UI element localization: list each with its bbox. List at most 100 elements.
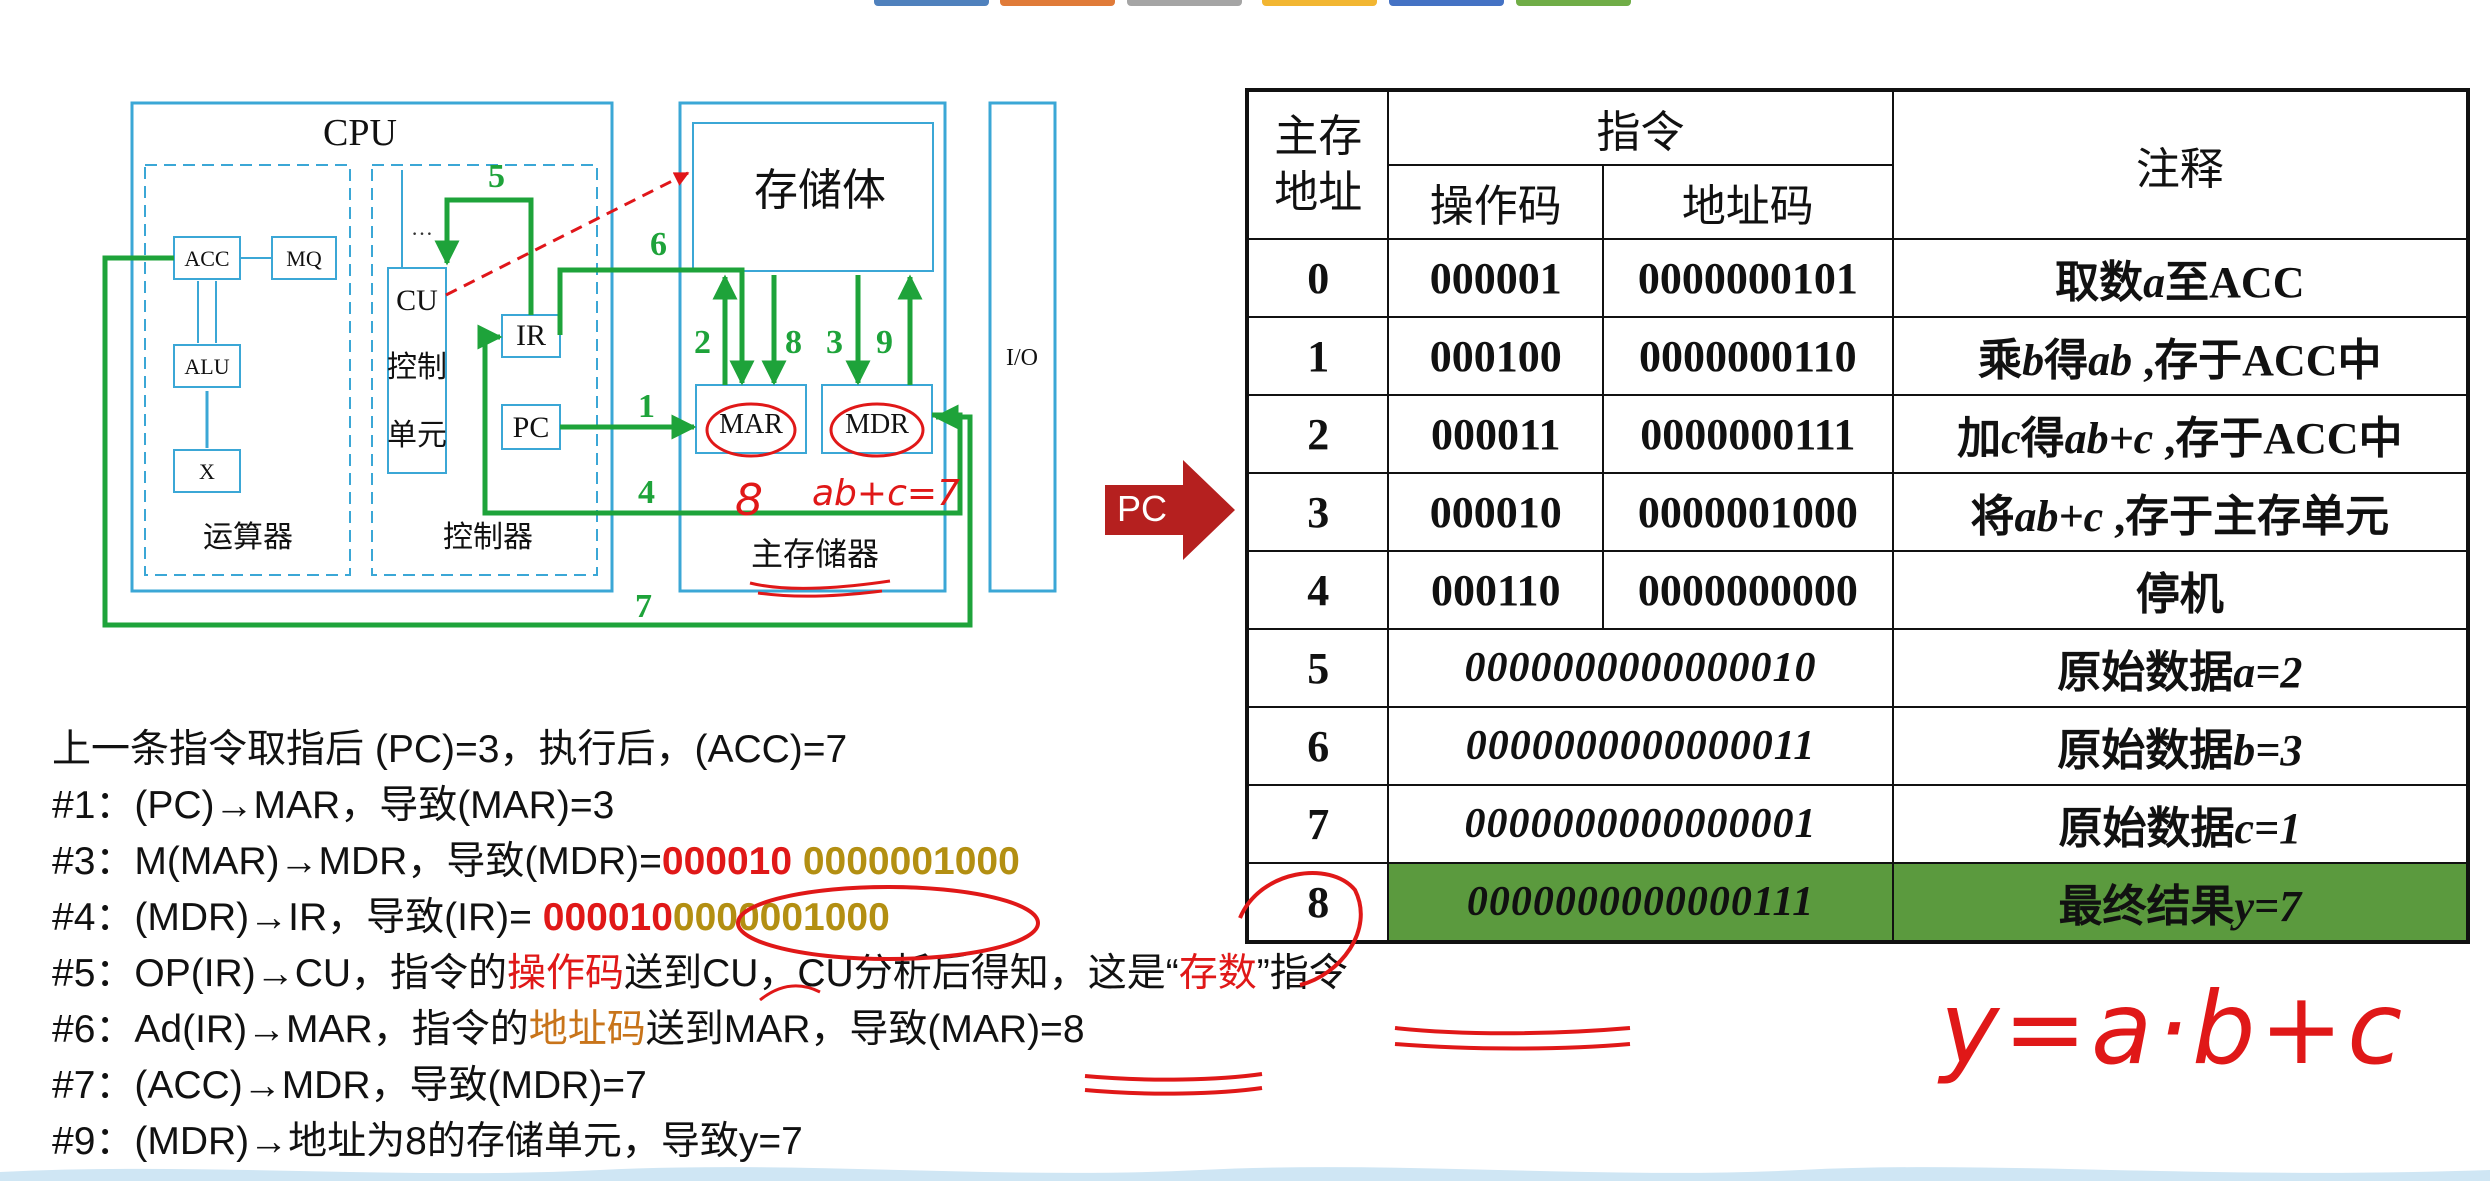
cu-box bbox=[387, 267, 447, 474]
step-label-9: 9 bbox=[876, 324, 893, 361]
table-row-result: 8 0000000000000111 最终结果y=7 bbox=[1245, 862, 2470, 943]
cu-label-2: 控制 bbox=[387, 351, 447, 384]
step-4-text: #4：(MDR)→IR，导致(IR)= bbox=[52, 896, 543, 939]
store-underline-2 bbox=[1394, 1042, 1631, 1051]
note-text: 原始数据 bbox=[2057, 726, 2234, 775]
row-address: 4 bbox=[1245, 550, 1390, 630]
bottom-wave-decoration bbox=[0, 1167, 2490, 1181]
header-address-line2: 地址 bbox=[1274, 168, 1363, 217]
note-text: 乘 bbox=[1978, 336, 2023, 385]
arrow-6 bbox=[557, 267, 755, 386]
cpu-label: CPU bbox=[323, 112, 397, 154]
row-note: 乘b得ab ,存于ACC中 bbox=[1891, 316, 2470, 396]
top-tab-2 bbox=[1000, 0, 1115, 6]
row-binary: 0000000000000010 bbox=[1387, 628, 1894, 708]
step-5-text-3: ”指令 bbox=[1256, 952, 1348, 995]
step-6-text: #6：Ad(IR)→MAR，指令的 bbox=[52, 1008, 529, 1051]
alu-box bbox=[173, 344, 241, 388]
pc-label: PC bbox=[513, 411, 550, 444]
row-opcode: 000010 bbox=[1387, 472, 1605, 552]
computer-architecture-diagram: CPU ACC MQ ALU X 运算器 CU 控制 单元 … IR PC 控制… bbox=[90, 95, 1090, 655]
row-addrcode: 0000000110 bbox=[1602, 316, 1894, 396]
note-text-2: 得 bbox=[2020, 414, 2065, 463]
row-address: 7 bbox=[1245, 784, 1390, 864]
step-line-4: #4：(MDR)→IR，导致(IR)= 0000100000001000 bbox=[52, 886, 890, 942]
step-3-opcode: 000010 bbox=[661, 840, 793, 883]
note-text-3: ,存于ACC中 bbox=[2132, 336, 2382, 385]
note-text-3: ,存于ACC中 bbox=[2153, 414, 2403, 463]
row-binary: 0000000000000011 bbox=[1387, 706, 1894, 786]
storage-body-box bbox=[692, 122, 934, 272]
top-tab-1 bbox=[874, 0, 989, 6]
row-note: 原始数据a=2 bbox=[1891, 628, 2470, 708]
main-memory-box bbox=[678, 101, 947, 593]
table-row: 3 000010 0000001000 将ab+c ,存于主存单元 bbox=[1245, 472, 2470, 552]
note-text: 将 bbox=[1970, 492, 2015, 541]
note-var: b bbox=[2022, 336, 2045, 385]
row-address: 1 bbox=[1245, 316, 1390, 396]
note-text: 最终结果 bbox=[2058, 882, 2235, 931]
pc-box bbox=[501, 404, 561, 450]
mar-label: MAR bbox=[719, 409, 783, 440]
cu-label-3: 单元 bbox=[387, 419, 447, 452]
main-memory-underline bbox=[749, 579, 891, 590]
step-label-3: 3 bbox=[826, 324, 843, 361]
handwritten-8: 8 bbox=[735, 475, 763, 526]
row-addrcode: 0000000111 bbox=[1602, 394, 1894, 474]
handwritten-abc: ab+c=7 bbox=[812, 473, 960, 514]
pc-pointer-svg bbox=[1105, 460, 1235, 560]
step-5-opcode-word: 操作码 bbox=[507, 952, 625, 995]
row-address: 3 bbox=[1245, 472, 1390, 552]
header-opcode: 操作码 bbox=[1387, 164, 1605, 240]
arith-unit-box bbox=[144, 164, 351, 576]
row-note: 将ab+c ,存于主存单元 bbox=[1891, 472, 2470, 552]
step-line-1: #1：(PC)→MAR，导致(MAR)=3 bbox=[52, 784, 615, 827]
step-4-opcode: 000010 bbox=[542, 896, 673, 939]
row-note: 最终结果y=7 bbox=[1891, 862, 2470, 943]
step-3-text: #3：M(MAR)→MDR，导致(MDR)= bbox=[52, 840, 662, 883]
step-line-6: #6：Ad(IR)→MAR，指令的地址码送到MAR，导致(MAR)=8 bbox=[52, 998, 1085, 1054]
header-instruction: 指令 bbox=[1387, 89, 1894, 166]
main-memory-label: 主存储器 bbox=[751, 536, 879, 572]
note-var-2: ab bbox=[2088, 336, 2133, 385]
note-text: 原始数据 bbox=[2058, 804, 2235, 853]
step-line-9: #9：(MDR)→地址为8的存储单元，导致y=7 bbox=[52, 1120, 803, 1163]
arith-unit-label: 运算器 bbox=[203, 521, 293, 554]
instruction-table: 主存 地址 指令 注释 操作码 地址码 0 000001 0000000101 … bbox=[1245, 88, 2470, 944]
table-row: 7 0000000000000001 原始数据c=1 bbox=[1245, 784, 2470, 864]
note-var: ab+c bbox=[2014, 492, 2104, 541]
row-note: 加c得ab+c ,存于ACC中 bbox=[1891, 394, 2470, 474]
note-text-2: 得 bbox=[2044, 336, 2089, 385]
row-note: 停机 bbox=[1891, 550, 2470, 630]
header-address-line1: 主存 bbox=[1274, 112, 1363, 161]
row-address: 6 bbox=[1245, 706, 1390, 786]
note-text: 原始数据 bbox=[2057, 648, 2234, 697]
mq-box bbox=[271, 236, 337, 280]
row-opcode: 000011 bbox=[1387, 394, 1605, 474]
step-line-5: #5：OP(IR)→CU，指令的操作码送到CU，CU分析后得知，这是“存数”指令 bbox=[52, 942, 1348, 998]
table-row: 2 000011 0000000111 加c得ab+c ,存于ACC中 bbox=[1245, 394, 2470, 474]
mdr-box bbox=[821, 384, 933, 454]
row-note: 取数a至ACC bbox=[1891, 238, 2470, 318]
row-address: 5 bbox=[1245, 628, 1390, 708]
controller-box bbox=[371, 164, 598, 576]
row-opcode: 000100 bbox=[1387, 316, 1605, 396]
row-opcode: 000001 bbox=[1387, 238, 1605, 318]
step-label-6: 6 bbox=[650, 226, 667, 263]
table-row: 0 000001 0000000101 取数a至ACC bbox=[1245, 238, 2470, 318]
row-opcode: 000110 bbox=[1387, 550, 1605, 630]
mdr-circle bbox=[829, 402, 925, 458]
arrow-7 bbox=[102, 255, 973, 628]
store-underline-1 bbox=[1394, 1026, 1631, 1036]
top-tab-6 bbox=[1516, 0, 1631, 6]
mq-label: MQ bbox=[286, 246, 322, 271]
header-address: 主存 地址 bbox=[1245, 89, 1390, 240]
main-memory-underline-2 bbox=[757, 589, 883, 598]
step-label-8: 8 bbox=[785, 324, 802, 361]
step-label-7: 7 bbox=[635, 588, 652, 625]
storage-body-label: 存储体 bbox=[754, 166, 886, 215]
cu-label: CU bbox=[396, 284, 438, 317]
acc-label: ACC bbox=[184, 246, 229, 271]
io-label: I/O bbox=[1006, 345, 1038, 371]
controller-label: 控制器 bbox=[443, 521, 533, 554]
